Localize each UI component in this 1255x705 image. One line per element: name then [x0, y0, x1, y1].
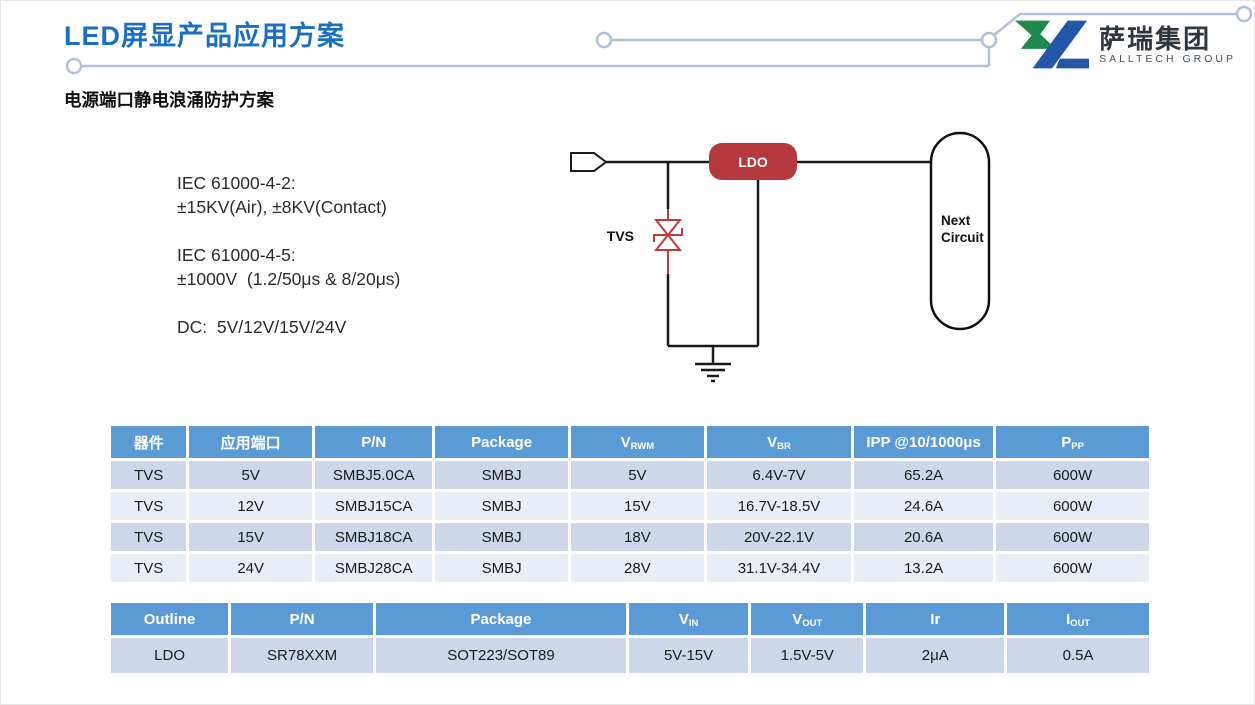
next-circuit-label-line1: Next	[941, 213, 971, 228]
table-cell: 13.2A	[854, 554, 994, 582]
table-cell: 1.5V-5V	[751, 638, 864, 673]
column-header: P/N	[231, 603, 373, 635]
table-cell: SOT223/SOT89	[375, 638, 626, 673]
table-cell: SMBJ	[435, 492, 568, 520]
table-cell: SR78XXM	[231, 638, 373, 673]
table-cell: 2μA	[866, 638, 1005, 673]
tvs-label: TVS	[607, 228, 634, 244]
table-cell: SMBJ	[435, 554, 568, 582]
input-connector-icon	[570, 152, 608, 172]
column-header: 器件	[111, 426, 187, 458]
table-cell: 5V-15V	[629, 638, 749, 673]
table-cell: 31.1V-34.4V	[707, 554, 852, 582]
table-row: TVS 12V SMBJ15CA SMBJ 15V 16.7V-18.5V 24…	[111, 492, 1149, 520]
column-header: 应用端口	[189, 426, 312, 458]
section-title: 电源端口静电浪涌防护方案	[64, 90, 274, 110]
table-cell: 15V	[570, 492, 704, 520]
column-header: Ir	[866, 603, 1005, 635]
table-cell: SMBJ15CA	[314, 492, 433, 520]
salltech-logo-icon	[1015, 20, 1090, 69]
page-title: LED屏显产品应用方案	[64, 21, 345, 51]
dc-spec: DC: 5V/12V/15V/24V	[177, 317, 347, 337]
table-cell: SMBJ5.0CA	[314, 461, 433, 489]
ldo-label: LDO	[738, 154, 768, 170]
table-cell: TVS	[111, 492, 187, 520]
header-decoration-lines	[65, 5, 1253, 75]
table-cell: 20.6A	[854, 523, 994, 551]
table-cell: 28V	[570, 554, 704, 582]
next-circuit-block	[929, 131, 991, 331]
tvs-diode-icon	[653, 209, 683, 274]
logo-name-en: SALLTECH GROUP	[1099, 52, 1236, 65]
column-header: Package	[375, 603, 626, 635]
column-header: Outline	[111, 603, 229, 635]
protection-specs: IEC 61000-4-2:±15KV(Air), ±8KV(Contact) …	[177, 171, 400, 339]
table-cell: 24.6A	[854, 492, 994, 520]
next-circuit-label-line2: Circuit	[941, 230, 984, 245]
table-cell: 15V	[189, 523, 312, 551]
ground-icon	[695, 362, 731, 383]
table-cell: 600W	[996, 554, 1149, 582]
table-row: TVS 24V SMBJ28CA SMBJ 28V 31.1V-34.4V 13…	[111, 554, 1149, 582]
table-cell: 18V	[570, 523, 704, 551]
table-cell: SMBJ	[435, 523, 568, 551]
column-header: P/N	[314, 426, 433, 458]
column-header: IPP @10/1000μs	[854, 426, 994, 458]
table-cell: TVS	[111, 461, 187, 489]
circuit-wires	[606, 160, 931, 364]
table-cell: SMBJ	[435, 461, 568, 489]
table-cell: SMBJ28CA	[314, 554, 433, 582]
table-cell: 600W	[996, 492, 1149, 520]
protection-circuit-diagram: TVS LDO Next Circuit	[556, 121, 1001, 401]
table-row: LDO SR78XXM SOT223/SOT89 5V-15V 1.5V-5V …	[111, 638, 1149, 673]
table-cell: 0.5A	[1007, 638, 1149, 673]
table-row: TVS 5V SMBJ5.0CA SMBJ 5V 6.4V-7V 65.2A 6…	[111, 461, 1149, 489]
logo-name-cn: 萨瑞集团	[1099, 23, 1212, 54]
table-cell: 20V-22.1V	[707, 523, 852, 551]
table-cell: 24V	[189, 554, 312, 582]
table-cell: 600W	[996, 461, 1149, 489]
table-cell: 600W	[996, 523, 1149, 551]
column-header: Package	[435, 426, 568, 458]
table-cell: 6.4V-7V	[707, 461, 852, 489]
table-cell: TVS	[111, 554, 187, 582]
table-cell: 5V	[189, 461, 312, 489]
table-cell: TVS	[111, 523, 187, 551]
table-cell: 12V	[189, 492, 312, 520]
company-logo: 萨瑞集团 SALLTECH GROUP	[1013, 17, 1236, 73]
table-cell: SMBJ18CA	[314, 523, 433, 551]
table-cell: 16.7V-18.5V	[707, 492, 852, 520]
table-row: TVS 15V SMBJ18CA SMBJ 18V 20V-22.1V 20.6…	[111, 523, 1149, 551]
table-cell: 65.2A	[854, 461, 994, 489]
logo-text: 萨瑞集团 SALLTECH GROUP	[1099, 25, 1236, 66]
table-cell: LDO	[111, 638, 229, 673]
esd-spec: IEC 61000-4-2:±15KV(Air), ±8KV(Contact)	[177, 173, 387, 217]
surge-spec: IEC 61000-4-5:±1000V (1.2/50μs & 8/20μs)	[177, 245, 401, 289]
ldo-block	[709, 143, 797, 180]
table-cell: 5V	[570, 461, 704, 489]
